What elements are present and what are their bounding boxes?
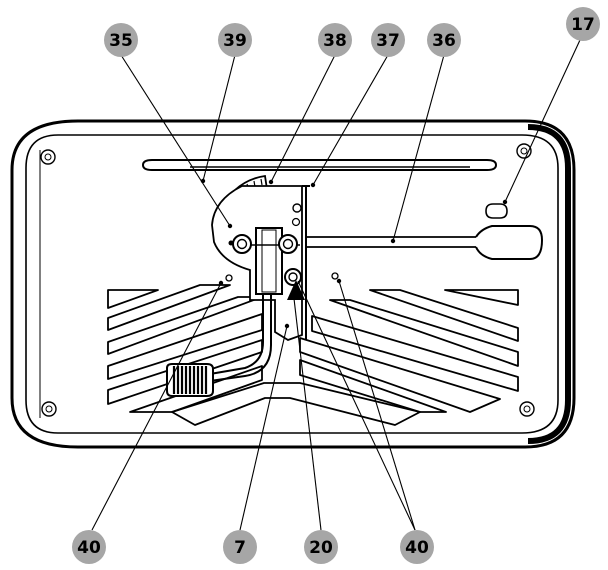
bracket-small-screws xyxy=(228,203,302,246)
callout-39: 39 xyxy=(218,23,252,57)
callout-label-36: 36 xyxy=(432,31,456,51)
clamp-screw-right xyxy=(278,234,298,254)
blade-slot xyxy=(141,159,498,171)
callout-40-left: 40 xyxy=(72,530,106,564)
callout-label-17: 17 xyxy=(571,15,595,35)
callout-17: 17 xyxy=(566,7,600,41)
clamp-block xyxy=(241,227,300,295)
callout-7: 7 xyxy=(223,530,257,564)
callout-38: 38 xyxy=(318,23,352,57)
callout-label-39: 39 xyxy=(223,31,247,51)
depth-rod xyxy=(305,203,544,260)
small-holes xyxy=(225,272,339,282)
screw-bottom-left xyxy=(41,401,57,417)
corner-screws xyxy=(40,143,535,417)
direction-arrow xyxy=(287,280,305,300)
callout-label-37: 37 xyxy=(376,31,400,51)
leader-lines xyxy=(91,39,581,531)
callout-label-40-left: 40 xyxy=(77,538,101,558)
callout-label-35: 35 xyxy=(109,31,133,51)
clamp-screw-left xyxy=(232,234,252,254)
callout-35: 35 xyxy=(104,23,138,57)
callout-37: 37 xyxy=(371,23,405,57)
vent-slots xyxy=(107,284,519,426)
lever-arm xyxy=(166,294,272,397)
callout-40-right: 40 xyxy=(400,530,434,564)
screw-top-left xyxy=(40,149,56,165)
callout-label-20: 20 xyxy=(309,538,333,558)
callout-label-38: 38 xyxy=(323,31,347,51)
clamp-screws xyxy=(228,203,302,286)
callout-20: 20 xyxy=(304,530,338,564)
pivot-screw xyxy=(284,268,302,286)
leader-tips xyxy=(200,178,508,329)
callout-36: 36 xyxy=(427,23,461,57)
callout-label-40-right: 40 xyxy=(405,538,429,558)
screw-bottom-right xyxy=(519,401,535,417)
callout-label-7: 7 xyxy=(234,538,246,558)
